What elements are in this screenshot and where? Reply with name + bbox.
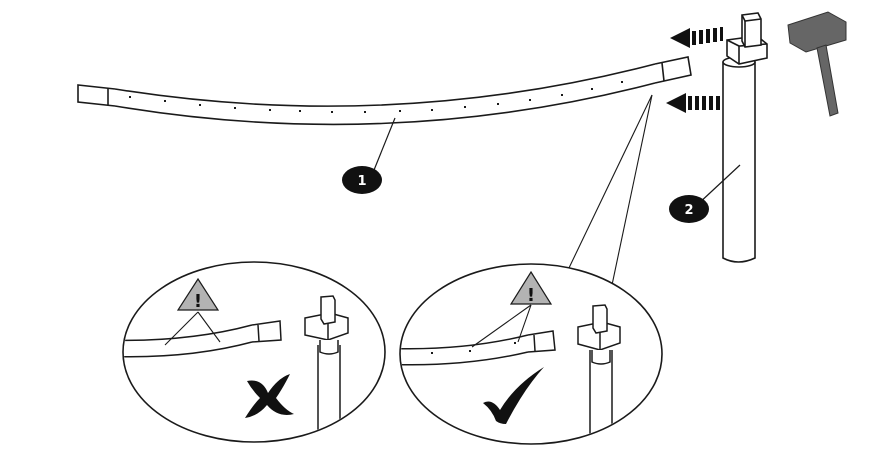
detail-incorrect: !: [122, 261, 386, 443]
hammer-icon: [787, 11, 847, 117]
cross-mark-icon: [245, 374, 294, 418]
callout-2-badge: 2: [669, 195, 709, 223]
callout-2-leader: [696, 164, 741, 206]
detail-leader-lines: [567, 94, 653, 286]
leg-post: [722, 12, 768, 263]
detail-correct: !: [399, 263, 663, 445]
callout-2-label: 2: [684, 203, 693, 218]
callout-1-leader: [371, 117, 396, 176]
warning-symbol: !: [194, 291, 202, 312]
warning-triangle-icon: !: [471, 270, 553, 348]
warning-triangle-icon: !: [164, 277, 221, 346]
direction-arrow-icon: [666, 93, 720, 113]
curved-frame-tube: [77, 56, 692, 126]
check-mark-icon: [483, 367, 544, 424]
callout-1-badge: 1: [342, 166, 382, 194]
warning-symbol: !: [527, 285, 535, 306]
direction-arrow-icon: [670, 27, 723, 48]
callout-1-label: 1: [357, 174, 366, 189]
